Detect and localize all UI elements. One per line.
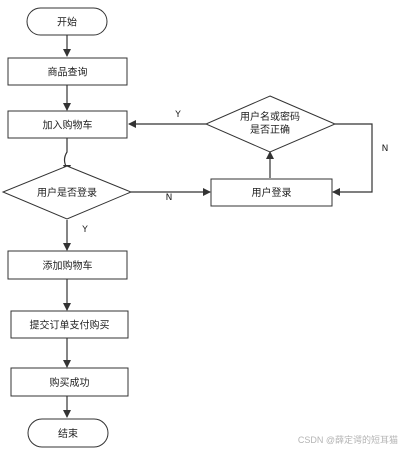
product-query-node: 商品查询: [7, 57, 128, 86]
submit-order-label: 提交订单支付购买: [30, 319, 110, 332]
end-node: 结束: [27, 418, 109, 448]
edge-label-yes-to-cart: Y: [174, 110, 181, 120]
add-to-cart-label: 添加购物车: [43, 259, 93, 272]
start-label: 开始: [57, 16, 77, 29]
login-check-label: 用户是否登录: [37, 186, 97, 199]
user-login-label: 用户登录: [252, 186, 292, 199]
password-check-decision: 用户名或密码 是否正确: [204, 95, 337, 153]
password-check-label-line1: 用户名或密码: [240, 110, 300, 123]
user-login-node: 用户登录: [210, 178, 333, 207]
add-to-cart-top-label: 加入购物车: [43, 119, 93, 132]
add-to-cart-node: 添加购物车: [7, 250, 128, 280]
edge-label-no-right: N: [382, 144, 389, 154]
add-to-cart-top-node: 加入购物车: [7, 110, 128, 139]
purchase-success-label: 购买成功: [50, 376, 90, 389]
purchase-success-node: 购买成功: [10, 367, 129, 397]
csdn-watermark: CSDN @薛定谔的短耳猫: [298, 434, 398, 445]
login-check-decision: 用户是否登录: [1, 165, 133, 220]
edge-label-no-to-login: N: [166, 193, 173, 203]
password-check-label-line2: 是否正确: [250, 123, 290, 136]
edge-password-no-to-login: [332, 123, 373, 196]
start-node: 开始: [26, 7, 108, 36]
edge-label-yes-down: Y: [81, 225, 88, 235]
product-query-label: 商品查询: [48, 66, 88, 79]
submit-order-node: 提交订单支付购买: [10, 310, 129, 339]
end-label: 结束: [58, 427, 78, 440]
